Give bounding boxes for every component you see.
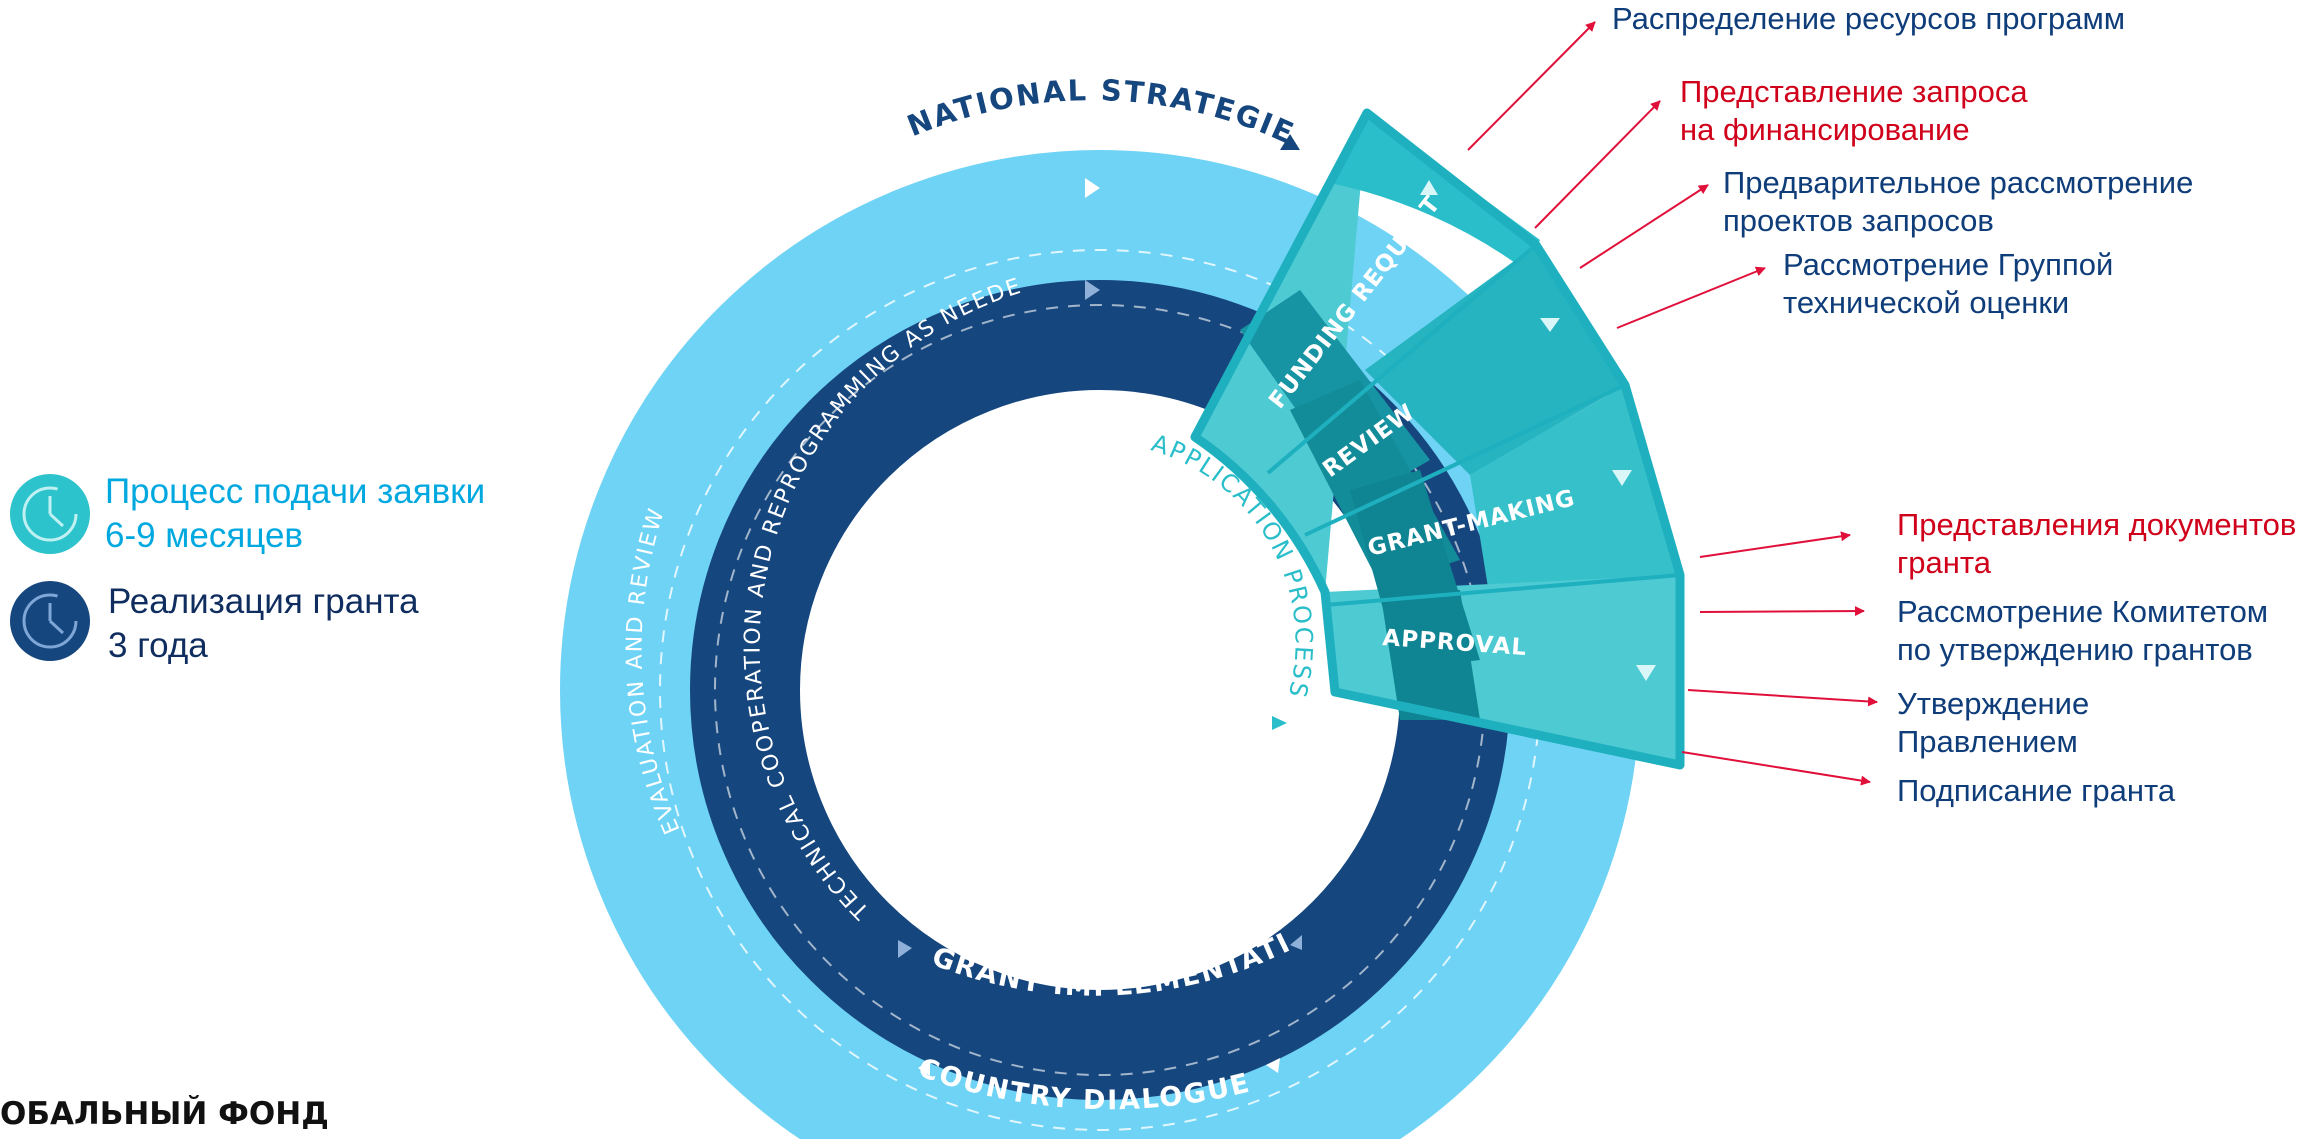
callout-arrow [1579, 184, 1709, 269]
inner-ring-arrow-bottom-right [1290, 935, 1302, 950]
application-process-sector [1190, 108, 1685, 770]
callout-program-allocation: Распределение ресурсов программ [1612, 1, 2126, 36]
callout-gac-review: Рассмотрение Комитетом по утверждению гр… [1897, 594, 2269, 667]
callout-arrow [1534, 100, 1661, 229]
legend-grant-implementation: Реализация гранта 3 года [108, 582, 419, 665]
process-arrow [1272, 716, 1287, 730]
outer-ring-arrow-bottom-left [918, 1060, 930, 1076]
callout-funding-request-submission: Представление запроса на финансирование [1680, 74, 2028, 147]
callout-grant-documents: Представления документов гранта [1897, 507, 2297, 580]
callout-grant-signing: Подписание гранта [1897, 773, 2176, 808]
inner-ring-arrow-bottom-left [898, 940, 912, 958]
legend-application-process: Процесс подачи заявки 6-9 месяцев [105, 472, 486, 555]
callout-arrow [1681, 751, 1871, 786]
callout-trp-review: Рассмотрение Группой технической оценки [1783, 247, 2114, 320]
callout-arrow [1616, 266, 1766, 329]
callout-arrow [1467, 21, 1596, 151]
clock-icon [10, 474, 90, 554]
outer-ring-arrow-bottom-right [1266, 1058, 1280, 1073]
global-fund-logo: ОБАЛЬНЫЙ ФОНД [0, 1096, 329, 1132]
callout-arrow [1687, 689, 1878, 707]
outer-ring-arrow [1085, 178, 1100, 198]
clock-icon [10, 581, 90, 661]
callout-preliminary-review: Предварительное рассмотрение проектов за… [1723, 165, 2194, 238]
callout-arrows [1467, 21, 1878, 786]
callout-arrow [1699, 531, 1851, 558]
national-strategies-label: NATIONAL STRATEGIES [0, 0, 1300, 151]
national-strategies-arrow [1280, 134, 1300, 150]
callout-board-approval: Утверждение Правлением [1897, 686, 2090, 759]
callout-arrow [1699, 606, 1865, 617]
inner-ring-arrow [1085, 280, 1100, 300]
